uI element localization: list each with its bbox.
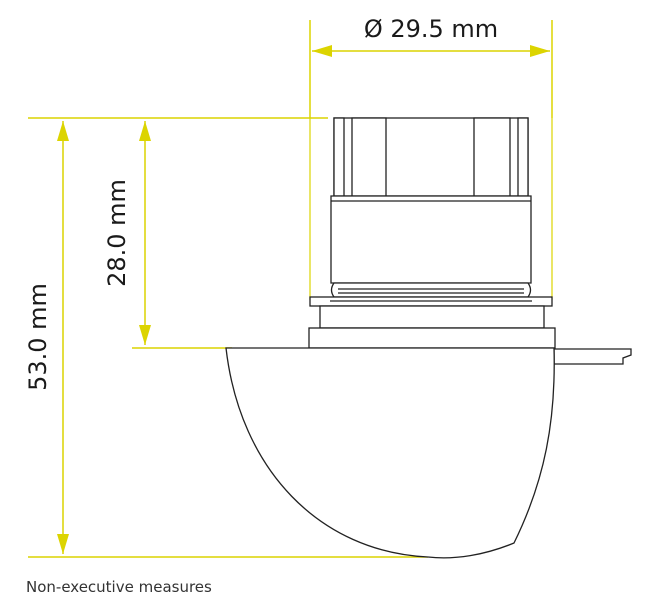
dimension-lines xyxy=(28,20,553,558)
mounting-collar xyxy=(319,305,545,329)
cap-slot-right-outer xyxy=(517,117,529,197)
dome-lens xyxy=(225,347,555,559)
cap-slot-right-inner xyxy=(473,117,511,197)
diameter-label: Ø 29.5 mm xyxy=(364,15,498,43)
base-plate xyxy=(308,327,556,349)
body-height-label: 28.0 mm xyxy=(103,179,131,287)
total-height-label: 53.0 mm xyxy=(24,283,52,391)
thread-ring xyxy=(330,282,532,298)
side-lever xyxy=(553,348,632,365)
cap-slot-left-inner xyxy=(351,117,387,197)
main-body xyxy=(330,195,532,284)
disclaimer-caption: Non-executive measures xyxy=(26,578,212,596)
cap-slot-left-outer xyxy=(333,117,345,197)
sensor-outline xyxy=(225,117,632,559)
diameter-extension-continuations xyxy=(309,118,553,300)
